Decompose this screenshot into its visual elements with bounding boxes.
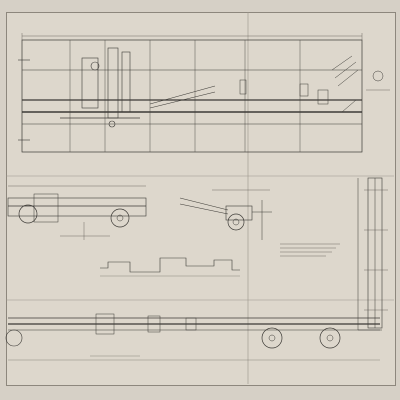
bottom-side-elevation <box>5 313 380 361</box>
right-section-view <box>357 177 388 331</box>
detail-profile <box>100 257 240 277</box>
side-elevation-center <box>179 189 272 240</box>
sheet-fold-lines <box>6 12 394 384</box>
front-elevation-left <box>7 185 147 240</box>
top-plan-view <box>18 33 390 153</box>
annotation-block <box>280 243 340 257</box>
